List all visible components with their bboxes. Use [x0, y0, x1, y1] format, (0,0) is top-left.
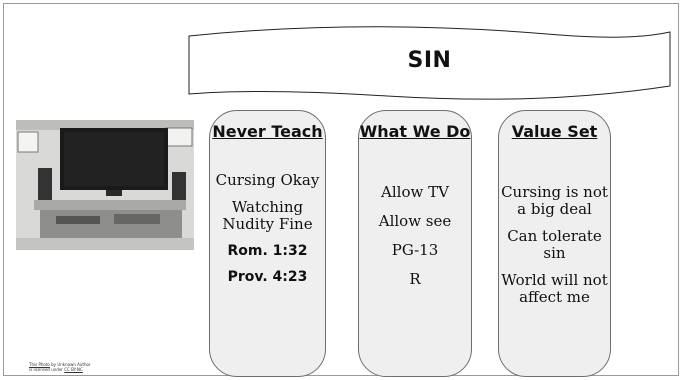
- photo-credit: This Photo by Unknown Author is licensed…: [29, 362, 169, 372]
- caption-licensed: is licensed under: [29, 367, 63, 372]
- list-item: Can tolerate sin: [507, 227, 602, 262]
- list-item: Cursing is not a big deal: [501, 183, 608, 218]
- slide: SIN This Photo by Unknown Author is lice…: [3, 3, 679, 377]
- title-banner: SIN: [187, 26, 672, 106]
- column-never-teach: Never Teach Cursing Okay Watching Nudity…: [209, 110, 326, 377]
- column-heading: What We Do: [359, 122, 471, 141]
- list-item: PG-13: [391, 241, 439, 259]
- banner-title: SIN: [407, 48, 452, 73]
- list-item: Allow see: [378, 212, 452, 230]
- tv-photo: [16, 120, 194, 250]
- caption-author: by Unknown Author: [51, 362, 91, 367]
- list-item: Allow TV: [381, 183, 449, 201]
- caption-link-license[interactable]: CC BY-NC: [64, 367, 83, 372]
- list-item: World will not affect me: [501, 271, 608, 306]
- list-item: Cursing Okay: [215, 171, 320, 189]
- list-item: R: [409, 270, 421, 288]
- column-heading: Value Set: [511, 122, 598, 141]
- column-value-set: Value Set Cursing is not a big deal Can …: [498, 110, 611, 377]
- column-heading: Never Teach: [212, 122, 323, 141]
- wave-banner-shape: [188, 26, 671, 100]
- column-what-we-do: What We Do Allow TV Allow see PG-13 R: [358, 110, 472, 377]
- scripture-ref: Prov. 4:23: [227, 269, 308, 285]
- caption-link-photo[interactable]: This Photo: [29, 362, 50, 367]
- list-item: Watching Nudity Fine: [222, 198, 313, 233]
- scripture-ref: Rom. 1:32: [227, 243, 308, 259]
